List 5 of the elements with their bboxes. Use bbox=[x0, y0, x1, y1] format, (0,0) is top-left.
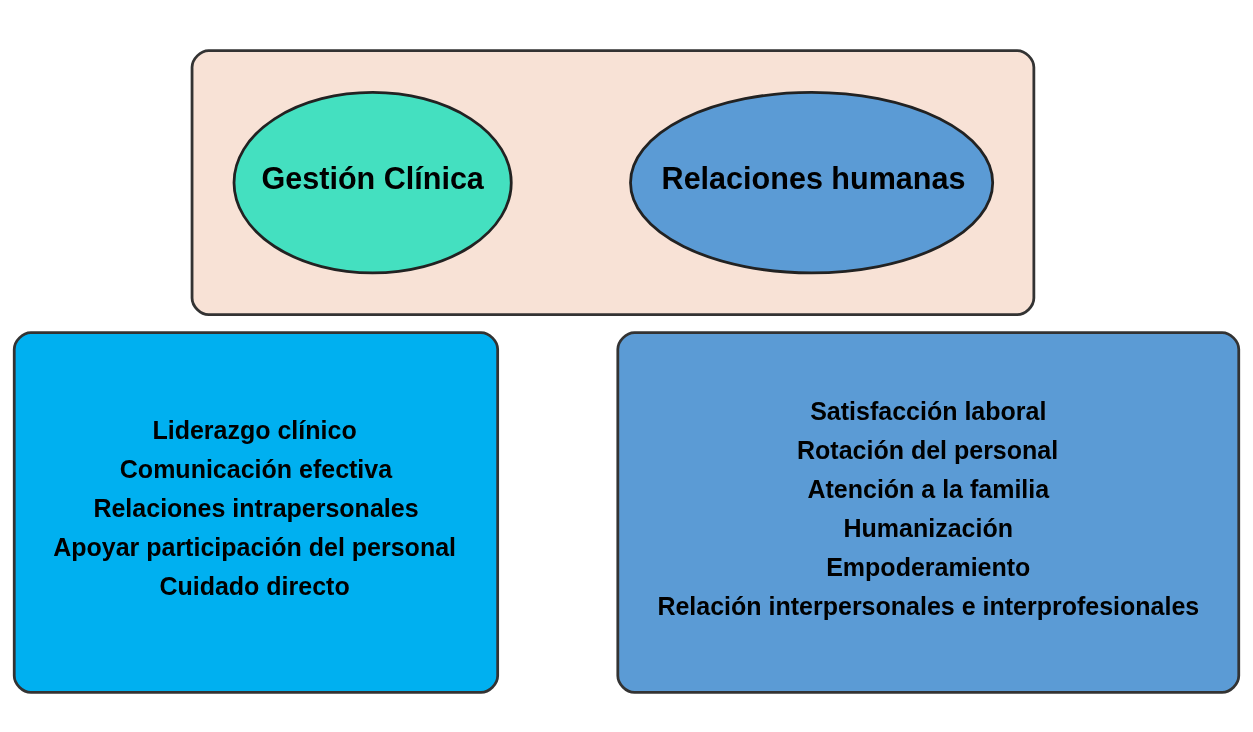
node-ellipse: Relaciones humanas bbox=[629, 90, 995, 275]
node-box: Satisfacción laboral Rotación del personal Atención a la familia Humanización Empoderamiento Relación interpersonales e interprofesionales bbox=[616, 331, 1241, 694]
cluster bbox=[190, 49, 1036, 316]
node-ellipse: Gestión Clínica bbox=[232, 90, 513, 275]
node-box: Liderazgo clínico Comunicación efectiva Relaciones intrapersonales Apoyar participación del personal Cuidado directo bbox=[12, 331, 500, 694]
